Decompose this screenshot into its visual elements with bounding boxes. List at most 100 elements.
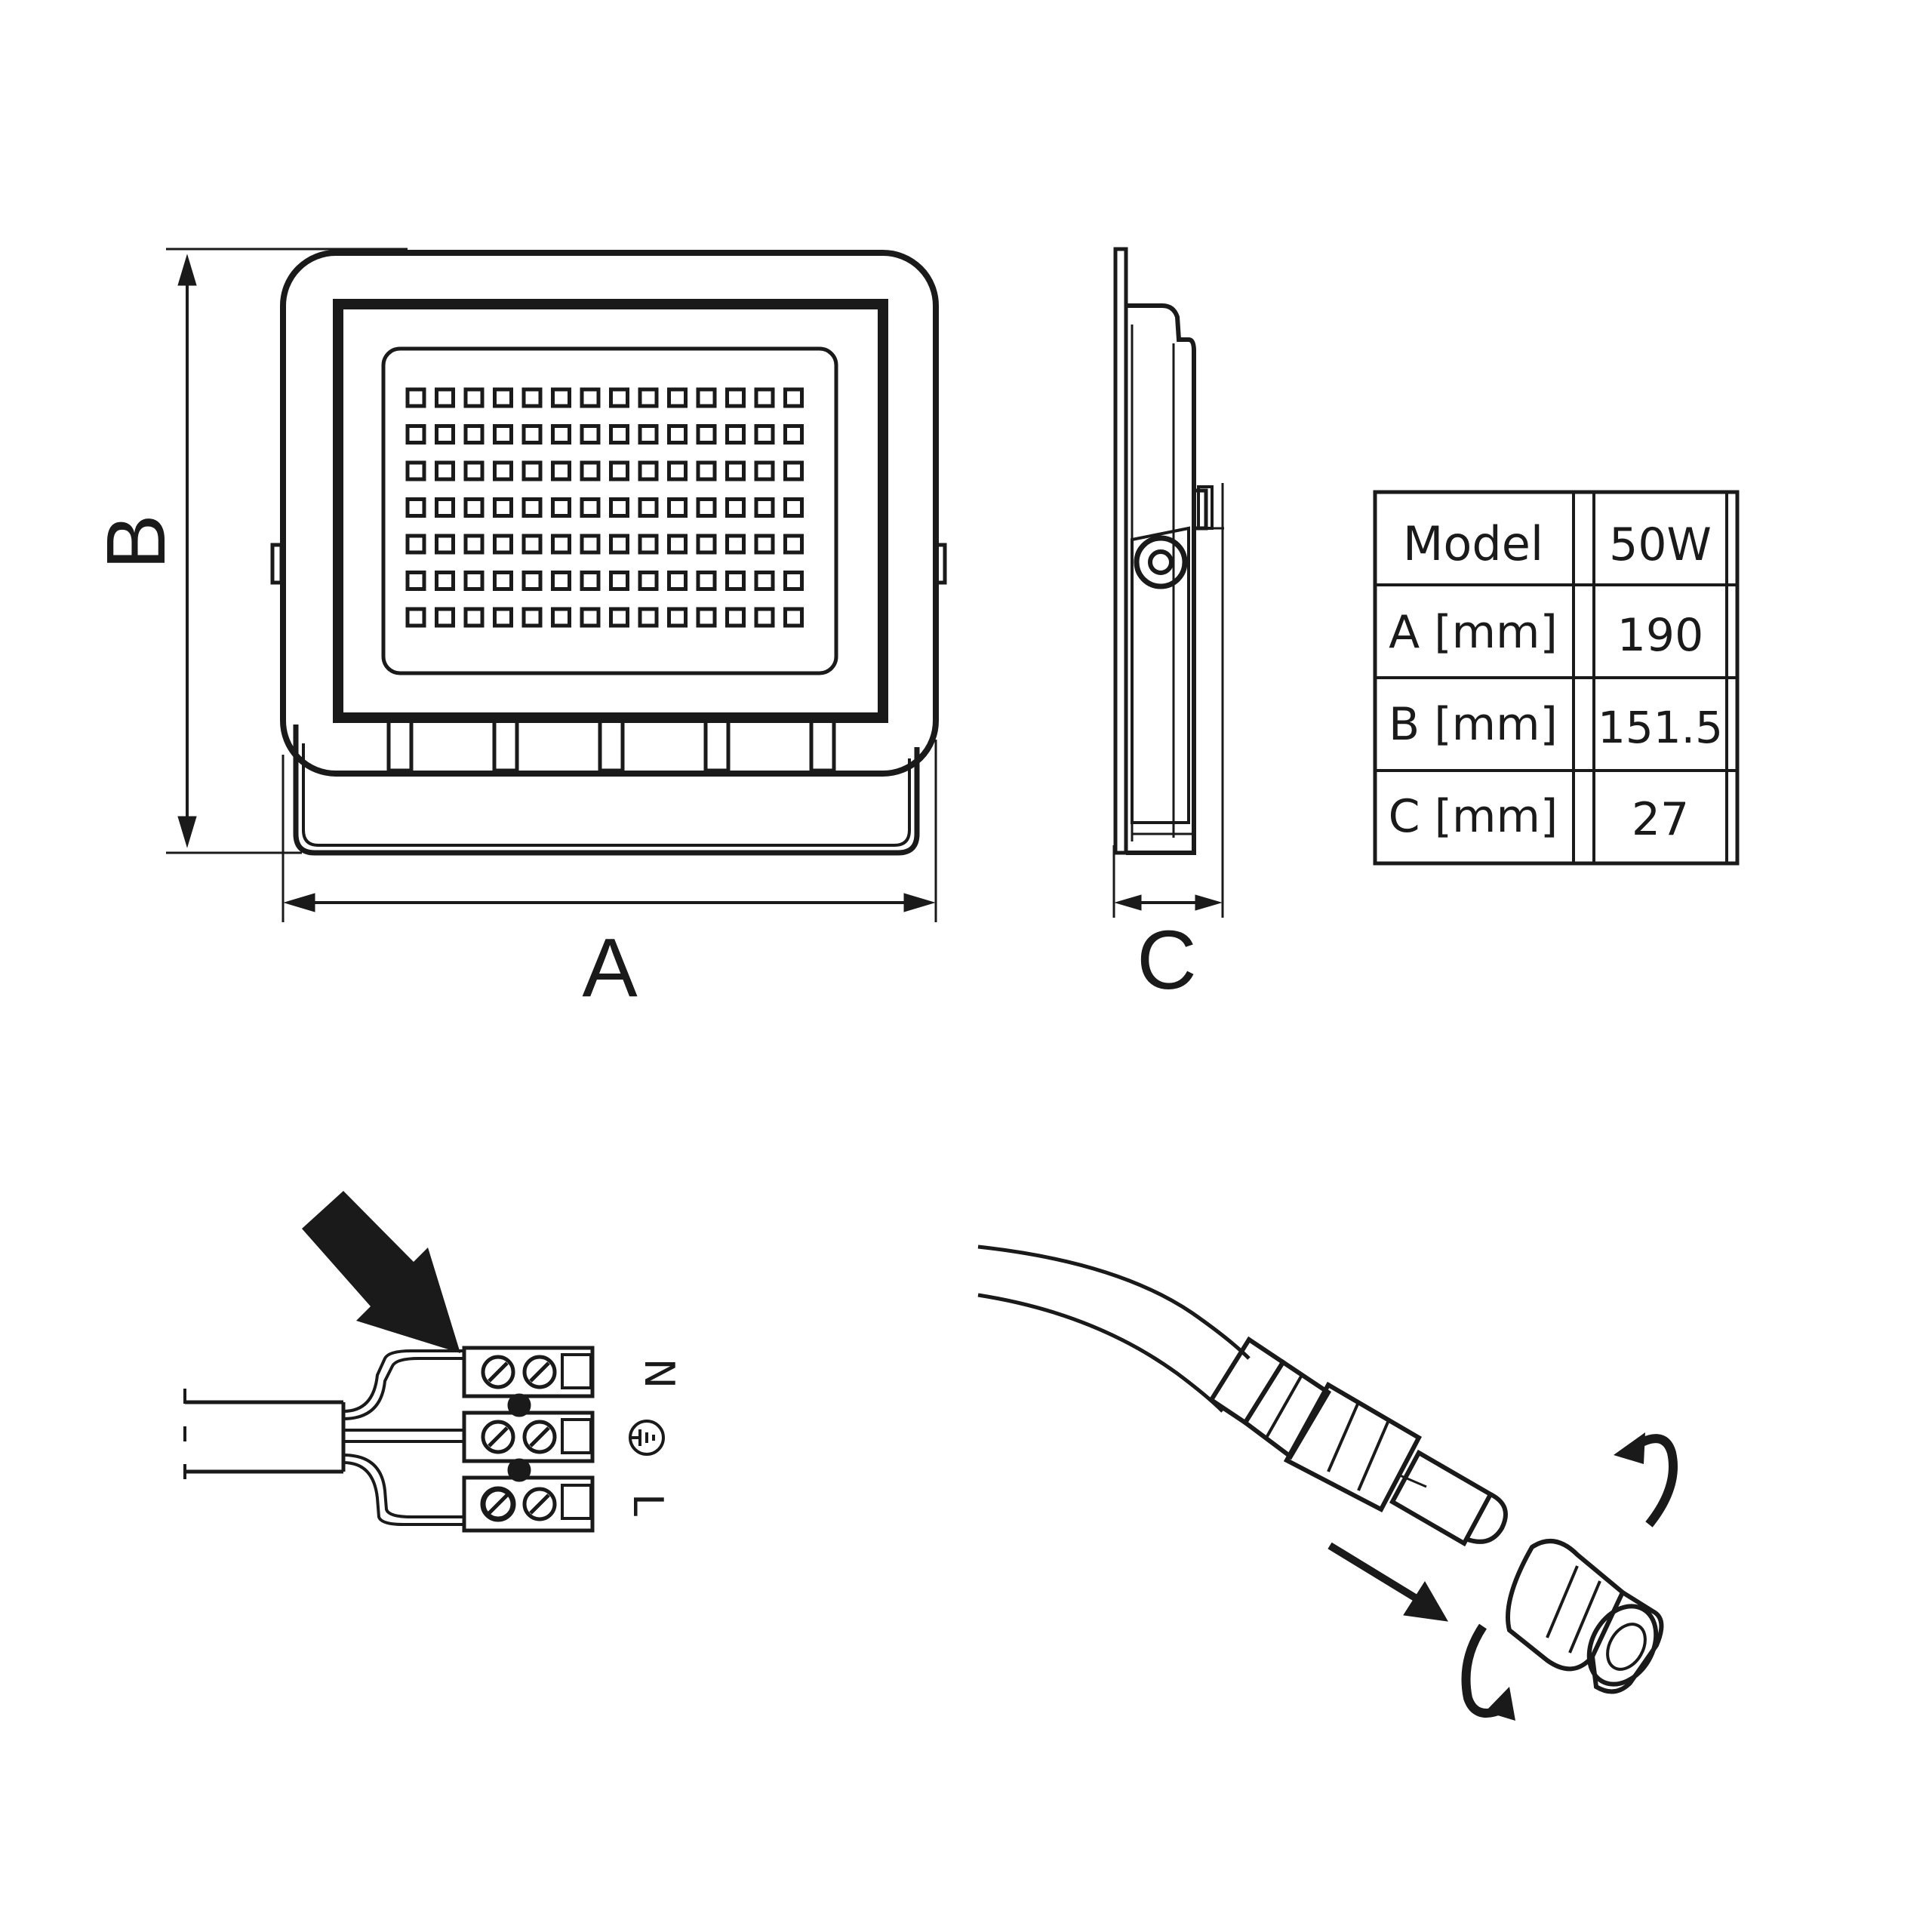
led-chip [580, 607, 601, 628]
led-chip [435, 571, 455, 591]
right-mount-tab [934, 543, 947, 585]
led-grid [405, 387, 804, 628]
led-chip [463, 607, 485, 628]
led-chip [783, 424, 804, 445]
mounting-bracket [293, 724, 920, 856]
spec-header-label: Model [1403, 516, 1543, 571]
connector-diagram [977, 1244, 1664, 1694]
led-chip [405, 534, 426, 555]
led-chip [638, 460, 659, 481]
led-chip [667, 497, 688, 518]
led-chip [435, 534, 455, 555]
led-chip [521, 534, 543, 555]
led-chip [405, 460, 426, 481]
side-housing [1126, 303, 1196, 855]
led-chip [667, 424, 688, 445]
led-chip [609, 460, 629, 481]
led-chip [725, 571, 746, 591]
led-chip [580, 460, 601, 481]
spec-row-label: C [mm] [1389, 790, 1558, 843]
led-chip [696, 424, 717, 445]
led-chip [463, 460, 485, 481]
curved-rotate-arrow-icon [1627, 1434, 1678, 1527]
led-chip [551, 424, 571, 445]
led-chip [463, 424, 485, 445]
led-chip [638, 497, 659, 518]
led-chip [405, 387, 426, 408]
led-chip [521, 497, 543, 518]
led-chip [405, 607, 426, 628]
curved-rotate-arrow-icon [1461, 1623, 1504, 1718]
left-mount-tab [270, 543, 284, 585]
led-chip [580, 387, 601, 408]
spec-row-value: 151.5 [1598, 702, 1723, 753]
led-chip [609, 497, 629, 518]
led-chip [551, 460, 571, 481]
led-chip [754, 387, 775, 408]
terminal-label-n: N [635, 1358, 683, 1389]
led-chip [521, 607, 543, 628]
led-chip [493, 571, 513, 591]
led-chip [754, 534, 775, 555]
spec-header-value: 50W [1609, 518, 1712, 571]
led-chip [667, 534, 688, 555]
led-chip [783, 460, 804, 481]
dimension-a [281, 740, 937, 922]
led-chip [667, 607, 688, 628]
led-chip [580, 534, 601, 555]
power-cable [183, 1349, 464, 1526]
spec-row-label: B [mm] [1389, 698, 1558, 751]
led-chip [754, 460, 775, 481]
led-chip [667, 387, 688, 408]
led-chip [463, 534, 485, 555]
curved-rotate-arrow-icon [1614, 1432, 1645, 1464]
led-chip [638, 571, 659, 591]
led-chip [609, 387, 629, 408]
led-chip [725, 460, 746, 481]
led-chip [493, 387, 513, 408]
led-chip [435, 607, 455, 628]
led-chip [754, 571, 775, 591]
led-chip [551, 571, 571, 591]
led-chip [725, 607, 746, 628]
led-chip [609, 607, 629, 628]
led-chip [551, 534, 571, 555]
led-chip [783, 387, 804, 408]
dimension-b [166, 248, 408, 854]
terminal-label-l: L [624, 1494, 672, 1516]
led-chip [725, 497, 746, 518]
led-chip [725, 387, 746, 408]
dimension-c [1112, 483, 1224, 918]
spec-table [1373, 490, 1740, 866]
led-chip [493, 460, 513, 481]
led-chip [783, 571, 804, 591]
led-chip [493, 424, 513, 445]
dimension-a-label: A [582, 921, 638, 1014]
spec-row-label: A [mm] [1389, 606, 1558, 659]
straight-arrow-icon [1327, 1542, 1448, 1622]
led-chip [405, 497, 426, 518]
led-chip [580, 424, 601, 445]
led-chip [754, 424, 775, 445]
led-chip [609, 571, 629, 591]
separated-nut [1506, 1539, 1626, 1672]
led-chip [435, 460, 455, 481]
front-view [270, 250, 947, 856]
led-chip [521, 424, 543, 445]
led-chip [435, 497, 455, 518]
led-chip [638, 424, 659, 445]
led-chip [696, 571, 717, 591]
connector-plug [1389, 1449, 1494, 1547]
led-chip [463, 497, 485, 518]
led-chip [638, 387, 659, 408]
led-chip [521, 460, 543, 481]
dimension-b-label: B [90, 514, 183, 569]
side-view [1113, 247, 1224, 855]
spec-row-value: 190 [1617, 609, 1704, 662]
led-chip [521, 571, 543, 591]
thick-down-arrow-icon [302, 1191, 460, 1353]
led-chip [493, 497, 513, 518]
hinge-knob [1134, 535, 1188, 589]
led-chip [551, 497, 571, 518]
